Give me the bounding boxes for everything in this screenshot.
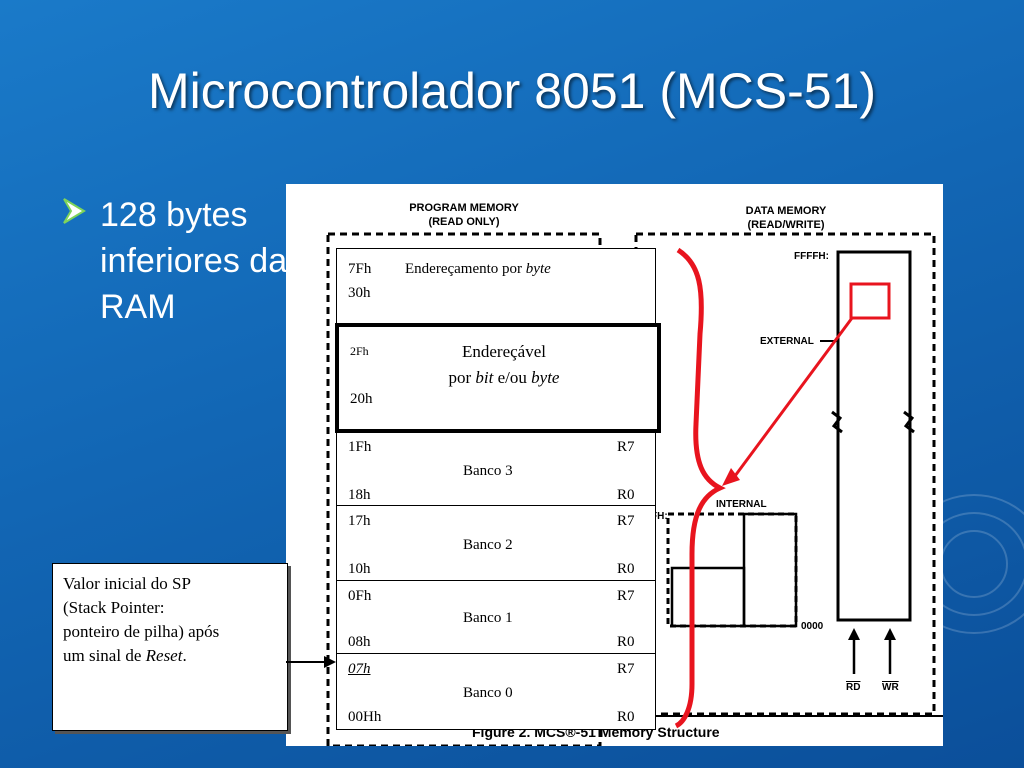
ffffh-label: FFFFH: (794, 251, 829, 262)
address-label: 17h (348, 513, 371, 529)
bullet-text: 128 bytes inferiores da RAM (100, 196, 288, 326)
program-memory-sublabel: (READ ONLY) (428, 216, 499, 228)
address-label: 2Fh (350, 344, 369, 358)
stack-pointer-note: Valor inicial do SP (Stack Pointer: pont… (52, 563, 288, 731)
rd-label: RD (846, 682, 860, 693)
bank-name: Banco 0 (463, 685, 513, 701)
register-label: R0 (617, 561, 635, 577)
register-label: R0 (617, 709, 635, 725)
register-bank-3: 1Fh 18h Banco 3 R7 R0 (337, 431, 655, 506)
address-label: 00Hh (348, 709, 382, 725)
section-description: Endereçamento por byte (405, 261, 551, 277)
data-memory-sublabel: (READ/WRITE) (748, 219, 825, 231)
address-label: 10h (348, 561, 371, 577)
data-memory-label: DATA MEMORY (746, 205, 827, 217)
address-label: 08h (348, 634, 371, 650)
register-label: R0 (617, 487, 635, 503)
register-bank-0: 07h 00Hh Banco 0 R7 R0 (337, 653, 655, 729)
fh-label: FH: (651, 511, 668, 522)
program-memory-label: PROGRAM MEMORY (409, 202, 519, 214)
register-label: R7 (617, 439, 635, 455)
highlight-arrow (730, 317, 854, 481)
note-line: um sinal de Reset. (63, 646, 187, 665)
register-bank-1: 0Fh 08h Banco 1 R7 R0 (337, 580, 655, 654)
note-line: (Stack Pointer: (63, 598, 165, 617)
register-label: R0 (617, 634, 635, 650)
wr-label: WR (882, 682, 899, 693)
pointer-arrow-icon (286, 656, 336, 668)
ram-upper-section: 7Fh 30h Endereçamento por byte (337, 249, 655, 324)
address-label: 7Fh (348, 261, 372, 277)
register-label: R7 (617, 661, 635, 677)
address-label: 07h (348, 661, 371, 677)
note-line: ponteiro de pilha) após (63, 622, 220, 641)
memory-diagram: PROGRAM MEMORY (READ ONLY) DATA MEMORY (… (326, 202, 943, 746)
arrow-bullet-icon (63, 198, 86, 224)
register-label: R7 (617, 513, 635, 529)
internal-label: INTERNAL (716, 499, 767, 510)
ram-map-table: 7Fh 30h Endereçamento por byte 2Fh 20h E… (335, 248, 661, 730)
data-memory-box (634, 232, 936, 716)
highlight-box (849, 282, 891, 320)
address-label: 20h (350, 391, 373, 407)
section-description: Endereçável por bit e/ou byte (448, 342, 560, 387)
internal-memory-box (666, 512, 798, 628)
register-bank-2: 17h 10h Banco 2 R7 R0 (337, 505, 655, 581)
external-memory-column (836, 250, 912, 622)
note-line: Valor inicial do SP (63, 574, 191, 593)
brace-icon (674, 247, 726, 729)
address-label: 1Fh (348, 439, 372, 455)
bank-name: Banco 2 (463, 537, 513, 553)
register-label: R7 (617, 588, 635, 604)
ram-bit-addressable-section: 2Fh 20h Endereçável por bit e/ou byte (335, 323, 661, 433)
external-label: EXTERNAL (760, 336, 814, 347)
slide-title: Microcontrolador 8051 (MCS-51) (147, 63, 877, 119)
address-label: 0Fh (348, 588, 372, 604)
address-label: 18h (348, 487, 371, 503)
bank-name: Banco 3 (463, 463, 513, 479)
address-label: 30h (348, 285, 371, 301)
bank-name: Banco 1 (463, 610, 513, 626)
zero-address-label: 0000 (801, 621, 824, 632)
